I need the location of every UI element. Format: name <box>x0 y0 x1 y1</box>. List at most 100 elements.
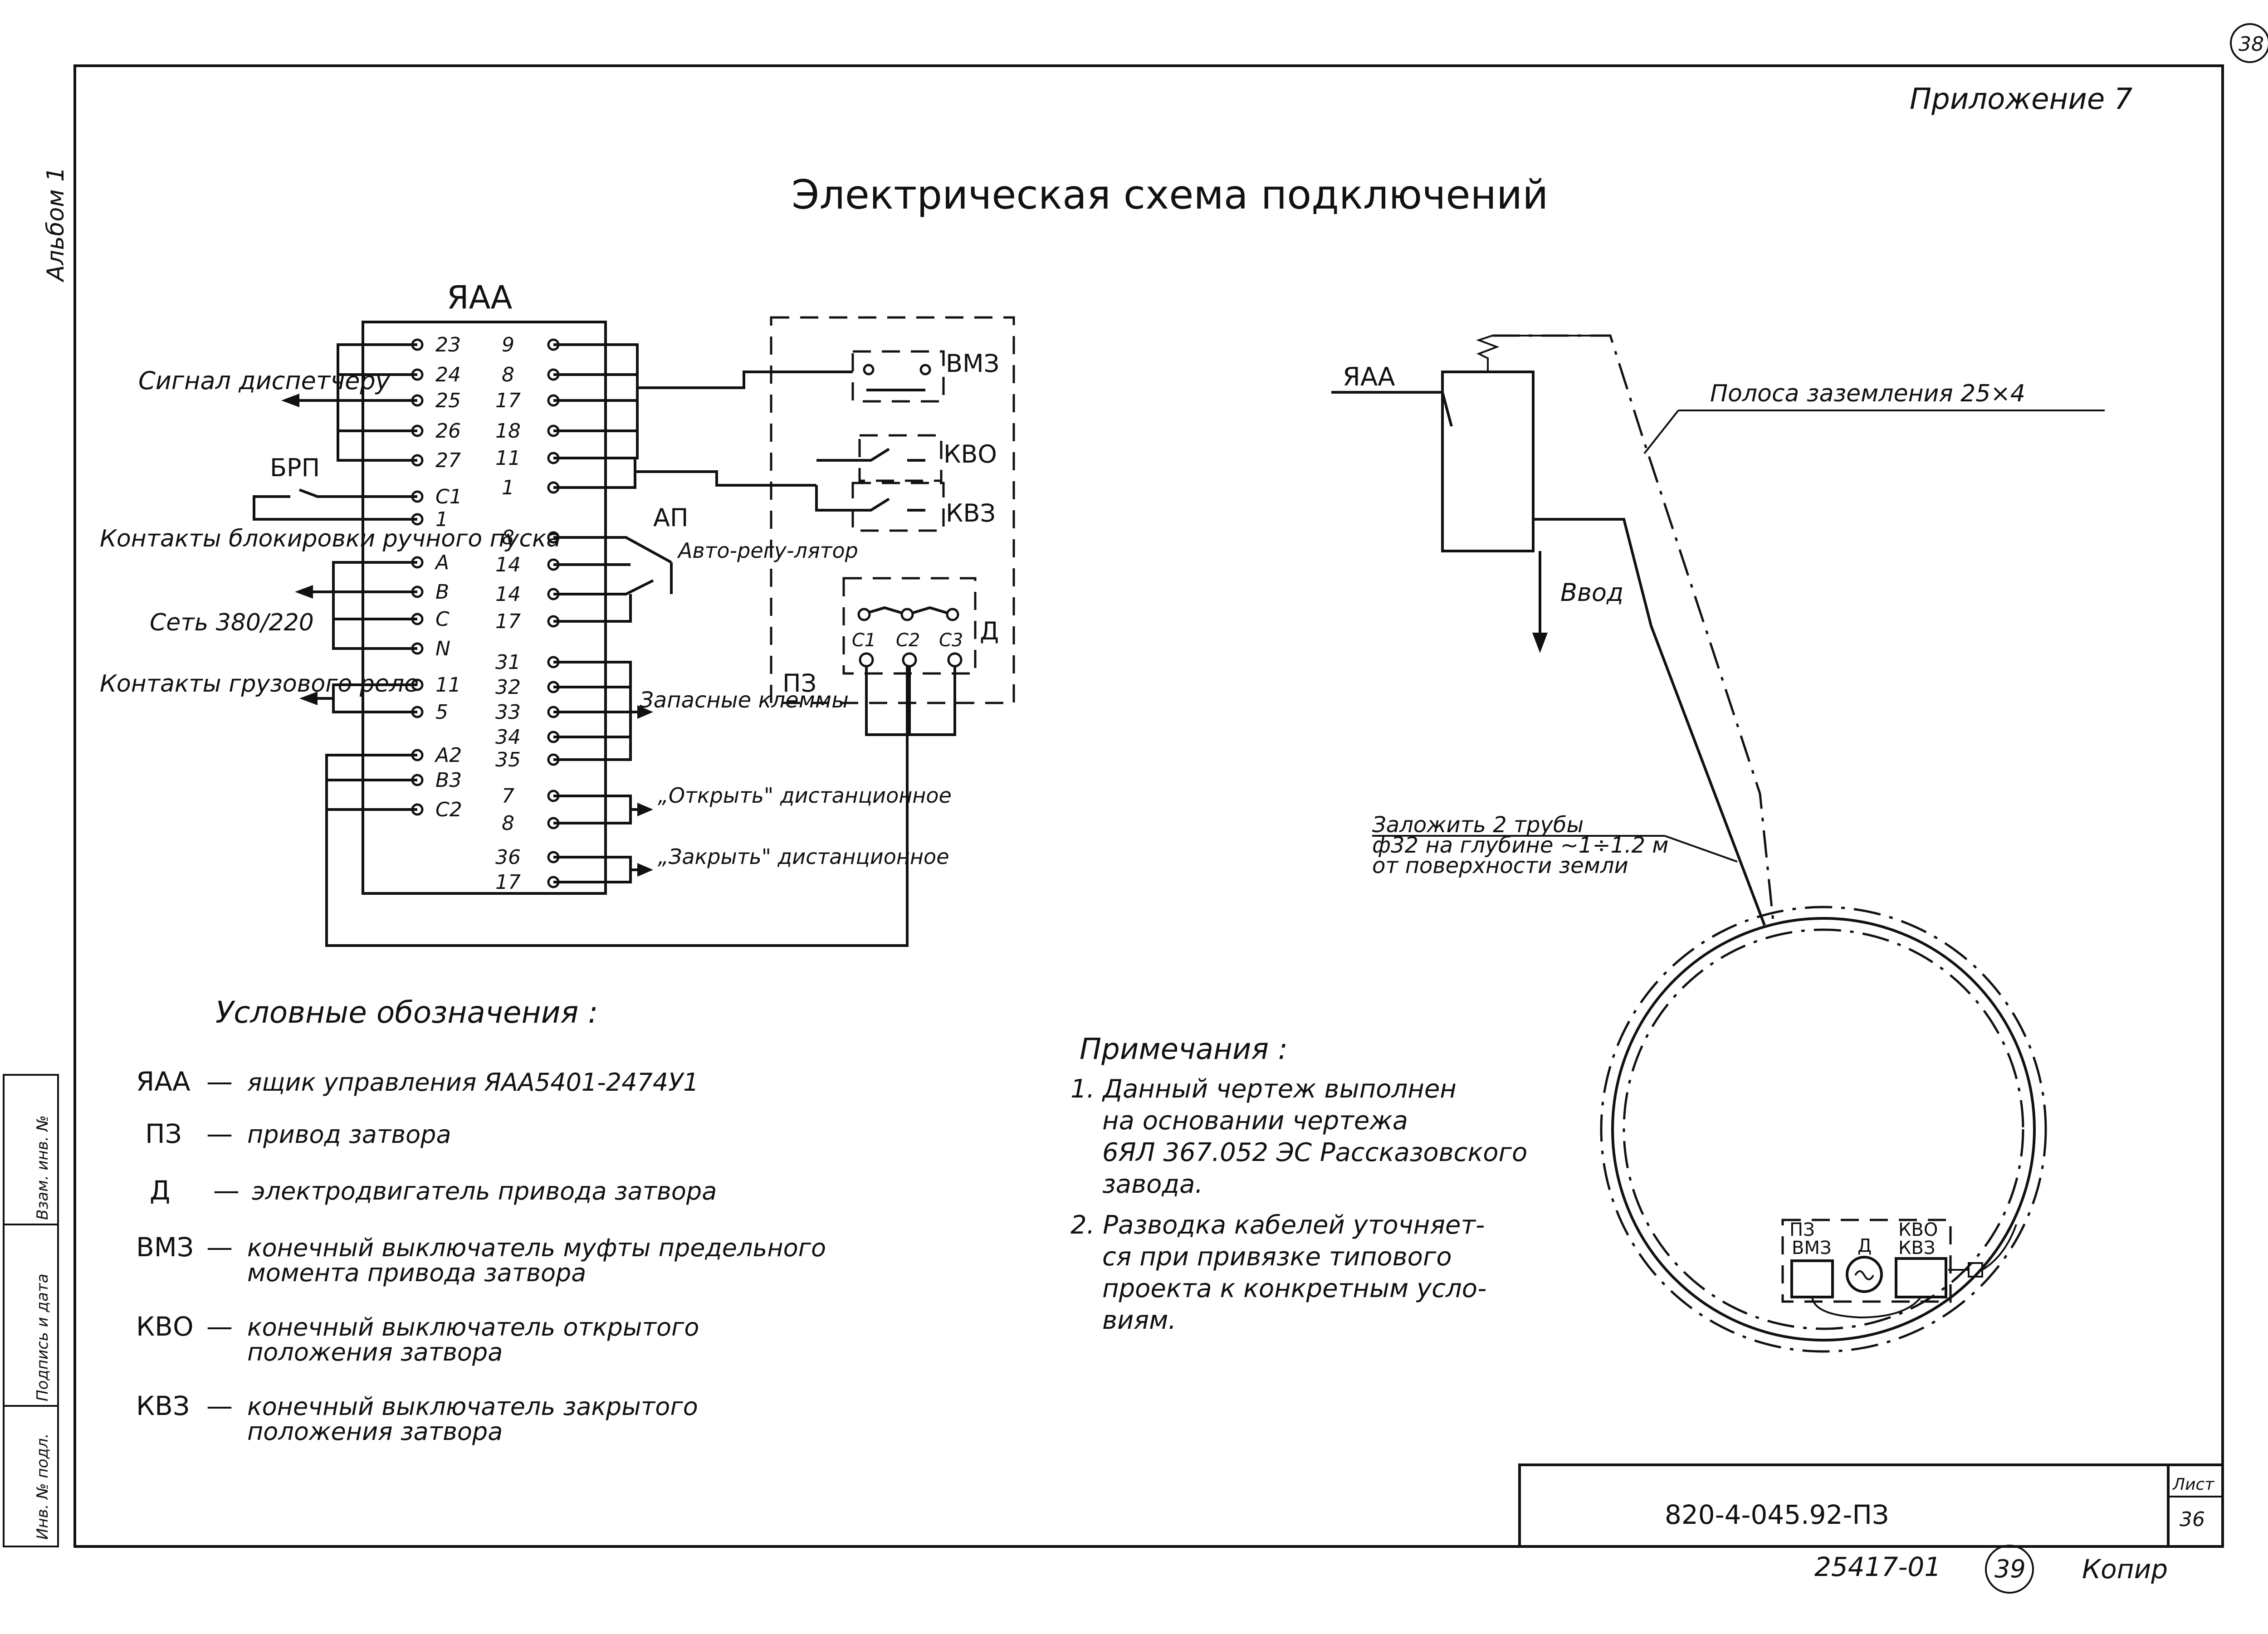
terminal-number: N <box>435 637 450 660</box>
kvz-label: КВЗ <box>946 499 996 527</box>
terminal-number: 1 <box>502 476 514 499</box>
archive-number: 25417-01 <box>1814 1551 1941 1582</box>
pipes-note-line: от поверхности земли <box>1372 853 1628 878</box>
kvo-label: КВО <box>943 440 997 468</box>
circled-number: 39 <box>1994 1555 2026 1583</box>
left-terminal: N <box>411 637 450 660</box>
terminal-number: 8 <box>502 363 514 386</box>
vmz-switch-outline <box>851 350 945 403</box>
legend-title: Условные обозначения : <box>215 995 598 1030</box>
legend-text: ящик управления ЯАА5401-2474У1 <box>247 1068 699 1097</box>
left-terminal: 1 <box>411 508 448 531</box>
terminal-number: 36 <box>495 846 521 869</box>
terminal-number: 14 <box>495 553 521 576</box>
appendix-label: Приложение 7 <box>1910 83 2133 116</box>
right-terminal: 17 <box>495 389 560 412</box>
left-terminal: 11 <box>411 673 461 697</box>
manual-start-block-label: Контакты блокировки ручного пуска <box>100 525 561 552</box>
right-terminal: 14 <box>495 553 560 576</box>
terminal-number: C1 <box>435 485 462 508</box>
terminal-number: 11 <box>495 447 521 470</box>
legend-text: конечный выключатель муфты предельного <box>247 1234 826 1262</box>
note-item: 1. Данный чертеж выполнен на основании ч… <box>1070 1074 1527 1199</box>
page-number-circle <box>2230 23 2268 63</box>
right-terminal: 31 <box>495 651 560 674</box>
remote-open-label: „Открыть" дистанционное <box>658 783 952 808</box>
left-terminal: 27 <box>411 449 461 472</box>
terminal-number: 33 <box>495 701 521 724</box>
ap-label: АП <box>653 503 689 532</box>
right-terminal: 34 <box>495 726 560 749</box>
ring-inner <box>1623 928 2024 1330</box>
kvz-switch-outline <box>851 482 945 532</box>
legend-code: КВО <box>136 1311 194 1342</box>
yaa-box-label: ЯАА <box>447 279 513 316</box>
sheet-label: Лист <box>2172 1475 2214 1494</box>
svg-text:—: — <box>206 1232 233 1263</box>
left-terminal: A2 <box>411 744 462 767</box>
terminal-number: 8 <box>502 812 514 835</box>
stamp-label: Инв. № подл. <box>34 1433 52 1540</box>
layout-equipment-outline <box>1781 1219 1952 1303</box>
left-terminal: 24 <box>411 363 461 386</box>
autoregulator-label: Авто-регу-лятор <box>677 538 858 563</box>
terminal-number: 1 <box>435 508 448 531</box>
note-line: 1. Данный чертеж выполнен <box>1070 1074 1457 1104</box>
terminal-number: 11 <box>435 673 461 697</box>
album-label: Альбом 1 <box>42 167 69 283</box>
legend-code: ПЗ <box>145 1118 182 1149</box>
terminal-number: 8 <box>502 526 514 549</box>
svg-text:—: — <box>206 1118 233 1149</box>
notes-title: Примечания : <box>1080 1033 1288 1066</box>
terminal-number: 32 <box>495 676 521 699</box>
yaa-terminal-box <box>362 321 607 895</box>
circled-number-ring <box>1985 1545 2034 1594</box>
legend-text: электродвигатель привода затвора <box>252 1177 717 1205</box>
copier-signature: Копир <box>2082 1554 2168 1585</box>
motor-terminal-label: С1 <box>852 630 876 651</box>
vmz-label: ВМЗ <box>946 349 999 378</box>
terminal-number: A2 <box>434 744 462 767</box>
actuator-pz-outline <box>770 316 1015 704</box>
kvo-switch-outline <box>858 434 943 482</box>
brp-label: БРП <box>270 454 320 482</box>
legend-text: положения затвора <box>247 1417 503 1446</box>
pipes-note-line: Заложить 2 трубы <box>1372 812 1584 838</box>
site-layout: ЯАА Полоса заземления 25×4 Ввод Заложить… <box>1331 334 2105 1353</box>
right-terminal: 11 <box>495 447 560 470</box>
load-relay-label: Контакты грузового реле <box>100 670 419 697</box>
legend-item: Д — электродвигатель привода затвора <box>150 1175 717 1206</box>
right-terminal: 14 <box>495 583 560 606</box>
layout-kv-block <box>1895 1257 1947 1298</box>
right-terminal: 35 <box>495 748 560 771</box>
terminal-number: 25 <box>435 389 461 412</box>
signal-dispatcher-label: Сигнал диспетчеру <box>138 366 391 395</box>
right-terminal: 8 <box>502 812 560 835</box>
terminal-number: 14 <box>495 583 521 606</box>
terminal-number: 27 <box>435 449 461 472</box>
left-terminal: C2 <box>411 798 462 821</box>
right-terminal: 17 <box>495 610 560 633</box>
doc-number: 820-4-045.92-ПЗ <box>1665 1499 1889 1530</box>
left-terminal: 25 <box>411 389 461 412</box>
note-line: на основании чертежа <box>1102 1106 1408 1136</box>
legend-item: КВЗ — конечный выключатель закрытого пол… <box>136 1390 698 1446</box>
terminal-number: C2 <box>435 798 462 821</box>
note-line: виям. <box>1102 1306 1176 1335</box>
drawing-title: Электрическая схема подключений <box>792 171 1548 218</box>
left-terminal: 23 <box>411 333 461 356</box>
layout-equipment-label: ПЗ <box>1789 1219 1815 1240</box>
stamp-label: Подпись и дата <box>34 1273 52 1401</box>
right-terminal: 1 <box>502 476 560 499</box>
terminal-number: A <box>434 551 449 574</box>
right-terminal: 9 <box>502 333 560 356</box>
svg-text:—: — <box>206 1390 233 1421</box>
layout-equipment-label: КВО <box>1898 1219 1938 1240</box>
motor-d-label: Д <box>980 617 999 645</box>
right-terminal: 17 <box>495 871 560 894</box>
terminal-number: B3 <box>435 769 462 792</box>
left-terminal: C1 <box>411 485 462 508</box>
